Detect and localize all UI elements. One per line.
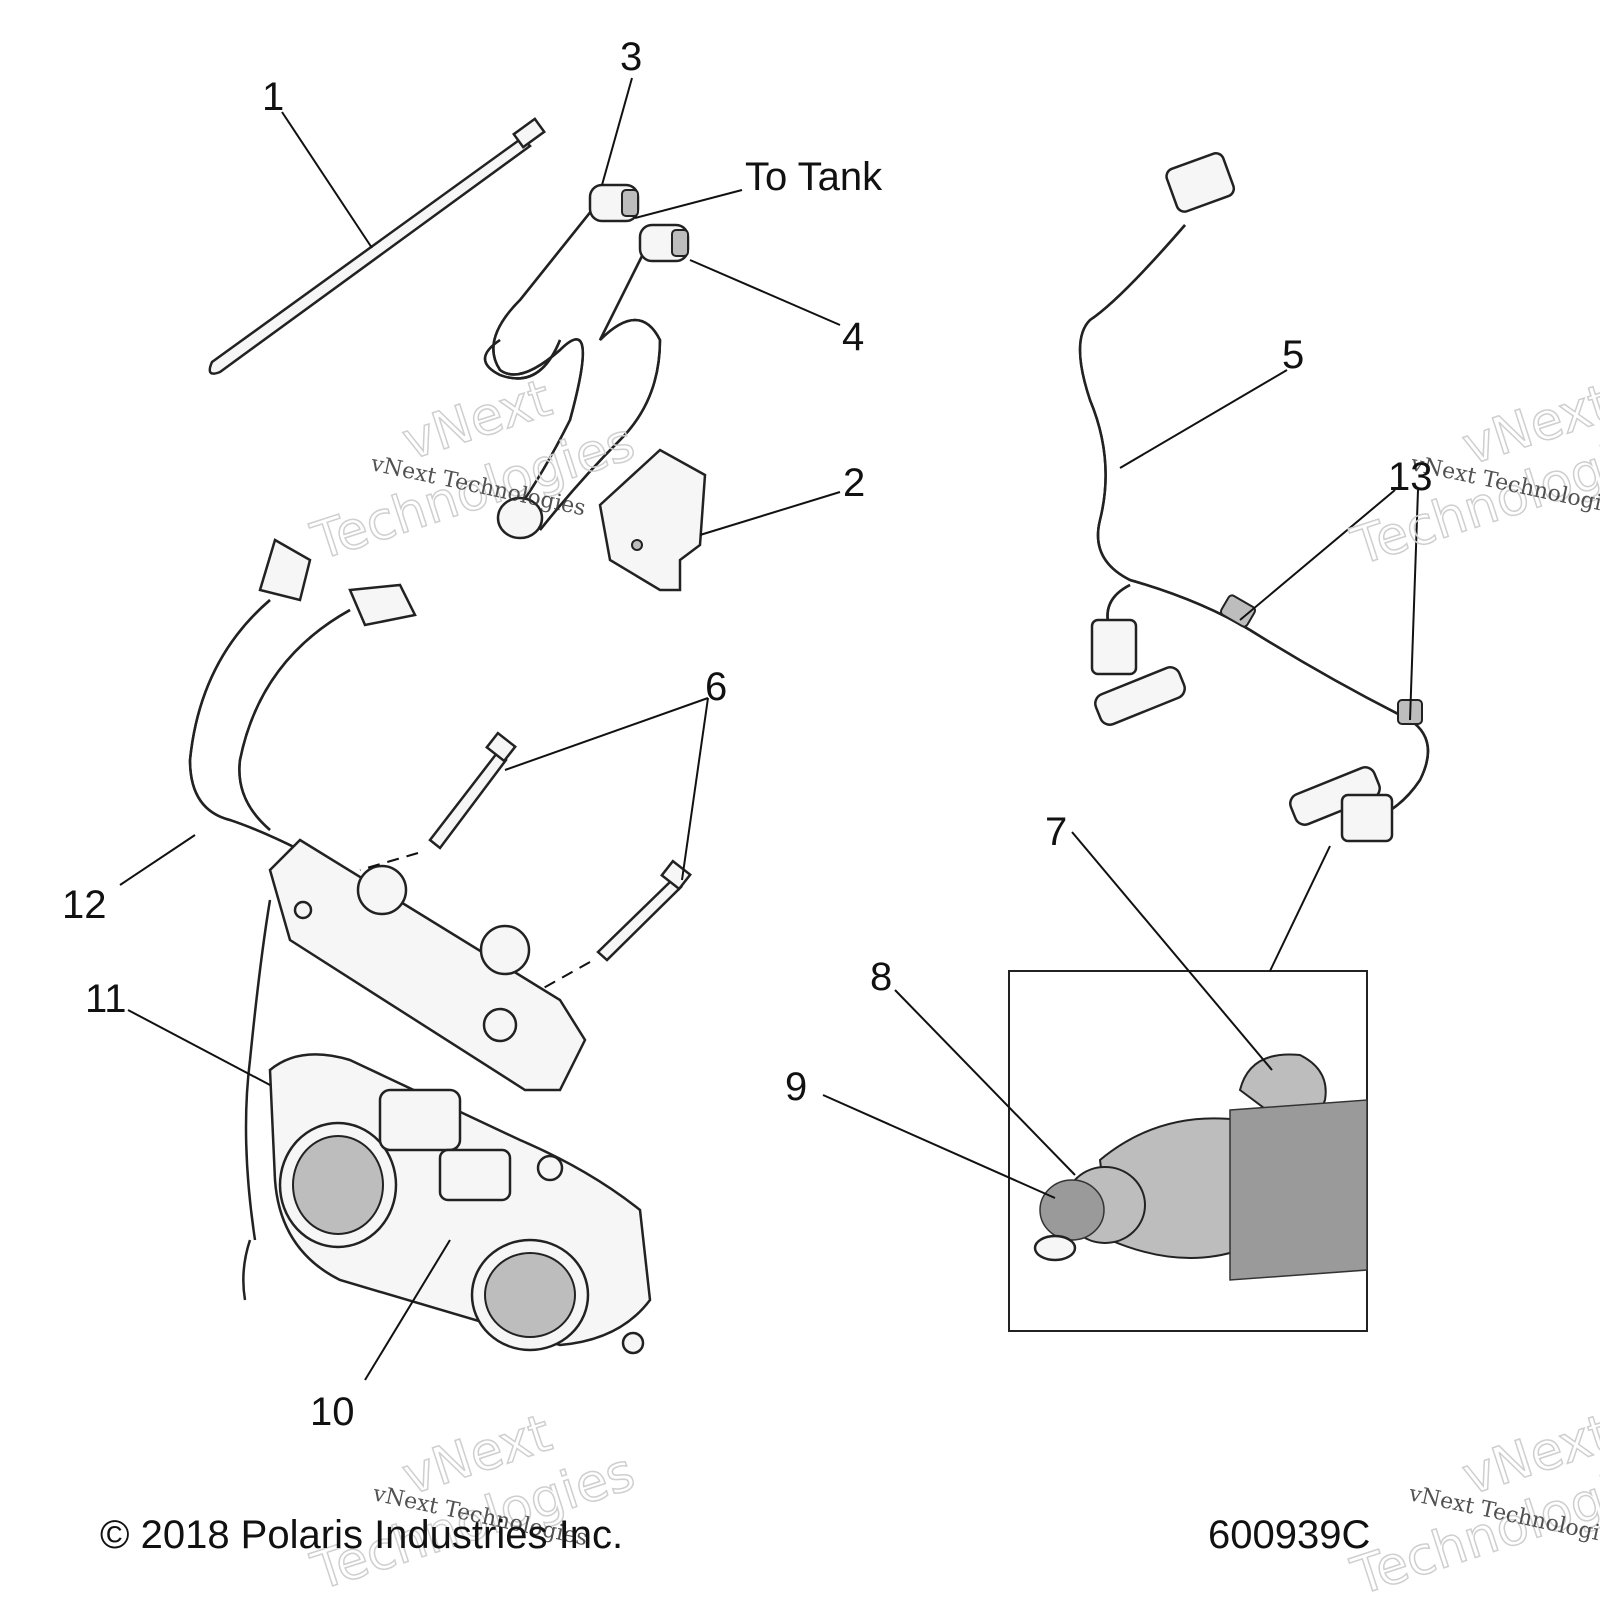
fuel-rail-assembly: [188, 538, 587, 1241]
callout-labels: 1 3 4 2 5 13 6 7 12 8 11 9 10 To Tank: [62, 35, 1433, 1434]
callout-6: 6: [705, 665, 727, 709]
fuel-rail-bolts: [359, 731, 692, 991]
watermark-bottom-right: vNext Technologies vNext Technologies: [1344, 1403, 1600, 1600]
cable-tie-part: [208, 117, 546, 375]
injector-harness-part: [1078, 152, 1430, 843]
callout-2: 2: [843, 461, 865, 505]
footer: © 2018 Polaris Industries Inc. 600939C: [100, 1513, 1370, 1557]
callout-3: 3: [620, 35, 642, 79]
callout-13: 13: [1388, 455, 1433, 499]
throttle-body-part: [242, 1053, 652, 1355]
callout-5: 5: [1282, 333, 1304, 377]
to-tank-note: To Tank: [745, 155, 883, 199]
callout-12: 12: [62, 883, 107, 927]
callout-4: 4: [842, 315, 864, 359]
callout-7: 7: [1045, 810, 1067, 854]
watermark-bottom-left: vNext Technologies vNext Technologies: [304, 1403, 643, 1600]
hose-bracket-part: [598, 448, 707, 592]
diagram-number: 600939C: [1208, 1513, 1370, 1557]
callout-9: 9: [785, 1065, 807, 1109]
watermark-top-left: vNext Technologies vNext Technologies: [304, 368, 643, 574]
copyright-text: © 2018 Polaris Industries Inc.: [100, 1513, 623, 1557]
callout-8: 8: [870, 955, 892, 999]
callout-1: 1: [262, 75, 284, 119]
watermark-top-right: vNext Technologies vNext Technologies: [1344, 373, 1600, 579]
fuel-hose-assembly: [483, 183, 690, 540]
leader-lines: [119, 77, 1419, 1381]
callout-10: 10: [310, 1390, 355, 1434]
injector-detail-inset: [1008, 970, 1368, 1332]
callout-11: 11: [85, 977, 127, 1021]
